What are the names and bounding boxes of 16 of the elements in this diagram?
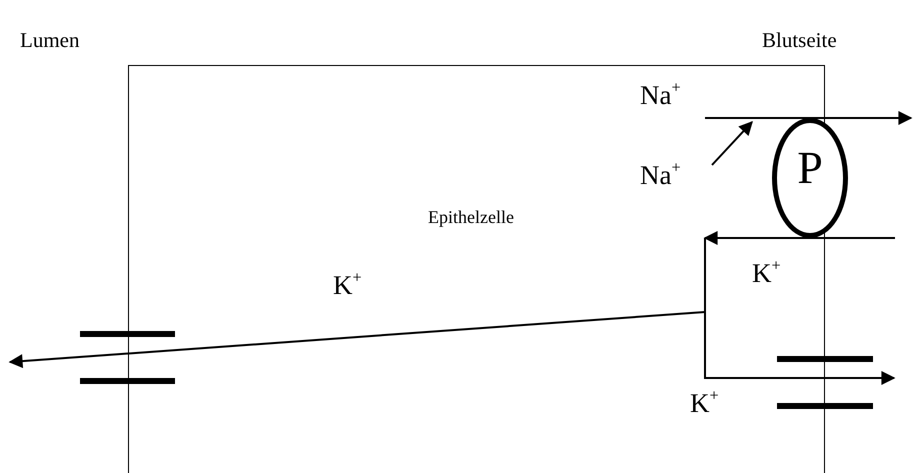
cell-label: Epithelzelle	[428, 208, 514, 226]
arrow	[711, 120, 753, 166]
side-label: Blutseite	[762, 30, 837, 51]
channel-symbol	[80, 331, 175, 384]
ion-label: Na$^{+}$	[640, 82, 681, 109]
side-label: Lumen	[20, 30, 80, 51]
arrow	[8, 311, 706, 368]
arrow	[704, 231, 895, 245]
pump-label: P	[797, 145, 823, 191]
ion-label: K$^{+}$	[333, 272, 362, 299]
arrow	[705, 111, 912, 125]
ion-label: Na$^{+}$	[640, 162, 681, 189]
ion-label: K$^{+}$	[690, 390, 719, 417]
arrow	[704, 238, 896, 385]
channel-symbol	[777, 356, 873, 409]
ion-label: K$^{+}$	[752, 260, 781, 287]
